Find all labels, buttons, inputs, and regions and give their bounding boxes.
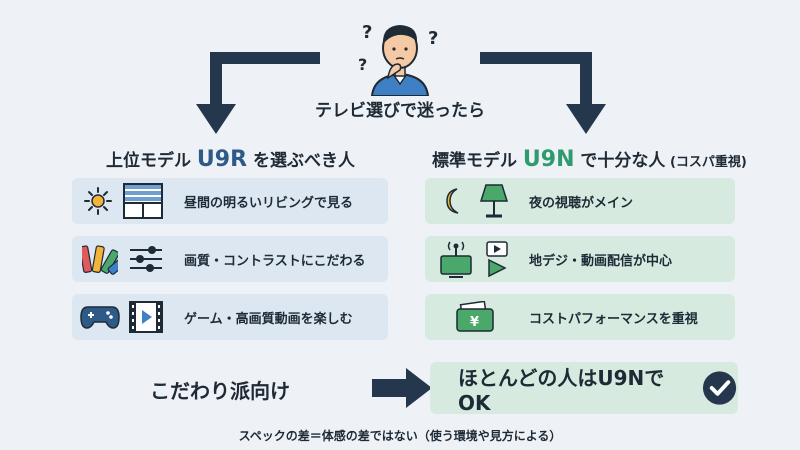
- svg-text:?: ?: [358, 55, 367, 74]
- right-card-2-label: 地デジ・動画配信が中心: [529, 253, 673, 269]
- moon-icon: [446, 188, 459, 214]
- svg-text:?: ?: [362, 22, 372, 43]
- left-heading-pre: 上位モデル: [106, 151, 197, 171]
- right-heading-post: で十分な人: [574, 151, 666, 171]
- confused-person-icon: ? ? ?: [350, 8, 450, 96]
- color-palette-icon: [82, 245, 118, 275]
- enthusiast-text: こだわり派向け: [150, 379, 290, 403]
- left-elbow-arrow: [0, 0, 800, 150]
- svg-text:?: ?: [428, 28, 438, 49]
- play-icon: [486, 241, 508, 278]
- film-icon: [129, 301, 163, 333]
- right-elbow-arrow: [0, 0, 800, 150]
- lamp-icon: [479, 184, 509, 218]
- check-circle-icon: [702, 371, 737, 405]
- sun-icon: [84, 187, 112, 215]
- right-card-1-label: 夜の視聴がメイン: [529, 195, 634, 211]
- u9n-model-name: U9N: [522, 147, 575, 172]
- u9r-model-name: U9R: [196, 147, 248, 172]
- sliders-icon: [130, 246, 162, 272]
- right-arrow: [370, 366, 434, 410]
- conclusion-text: ほとんどの人はU9NでOK: [458, 365, 665, 415]
- svg-text:¥: ¥: [470, 315, 479, 330]
- gamepad-icon: [80, 306, 120, 329]
- center-title: テレビ選びで迷ったら: [315, 101, 485, 121]
- right-heading-pre: 標準モデル: [432, 151, 523, 171]
- left-card-1: 昼間の明るいリビングで見る: [72, 178, 388, 224]
- left-card-2-label: 画質・コントラストにこだわる: [184, 253, 366, 269]
- left-card-3: ゲーム・高画質動画を楽しむ: [72, 294, 388, 340]
- conclusion-box: ほとんどの人はU9NでOK: [430, 362, 738, 415]
- left-heading-post: を選ぶべき人: [247, 151, 355, 171]
- left-card-1-label: 昼間の明るいリビングで見る: [184, 195, 354, 211]
- right-heading: 標準モデル U9N で十分な人 (コスパ重視): [432, 146, 747, 172]
- right-card-3: ¥ コストパフォーマンスを重視: [425, 294, 735, 340]
- footnote: スペックの差＝体感の差ではない（使う環境や見方による）: [238, 429, 562, 443]
- window-blinds-icon: [123, 183, 163, 219]
- left-card-2: 画質・コントラストにこだわる: [72, 236, 388, 282]
- right-card-1: 夜の視聴がメイン: [425, 178, 735, 224]
- left-heading: 上位モデル U9R を選ぶべき人: [106, 146, 355, 172]
- wallet-yen-icon: ¥: [456, 301, 494, 332]
- right-card-3-label: コストパフォーマンスを重視: [529, 311, 698, 327]
- tv-antenna-icon: [440, 241, 472, 278]
- right-card-2: 地デジ・動画配信が中心: [425, 236, 735, 282]
- right-heading-note: (コスパ重視): [665, 155, 747, 170]
- left-card-3-label: ゲーム・高画質動画を楽しむ: [184, 311, 353, 327]
